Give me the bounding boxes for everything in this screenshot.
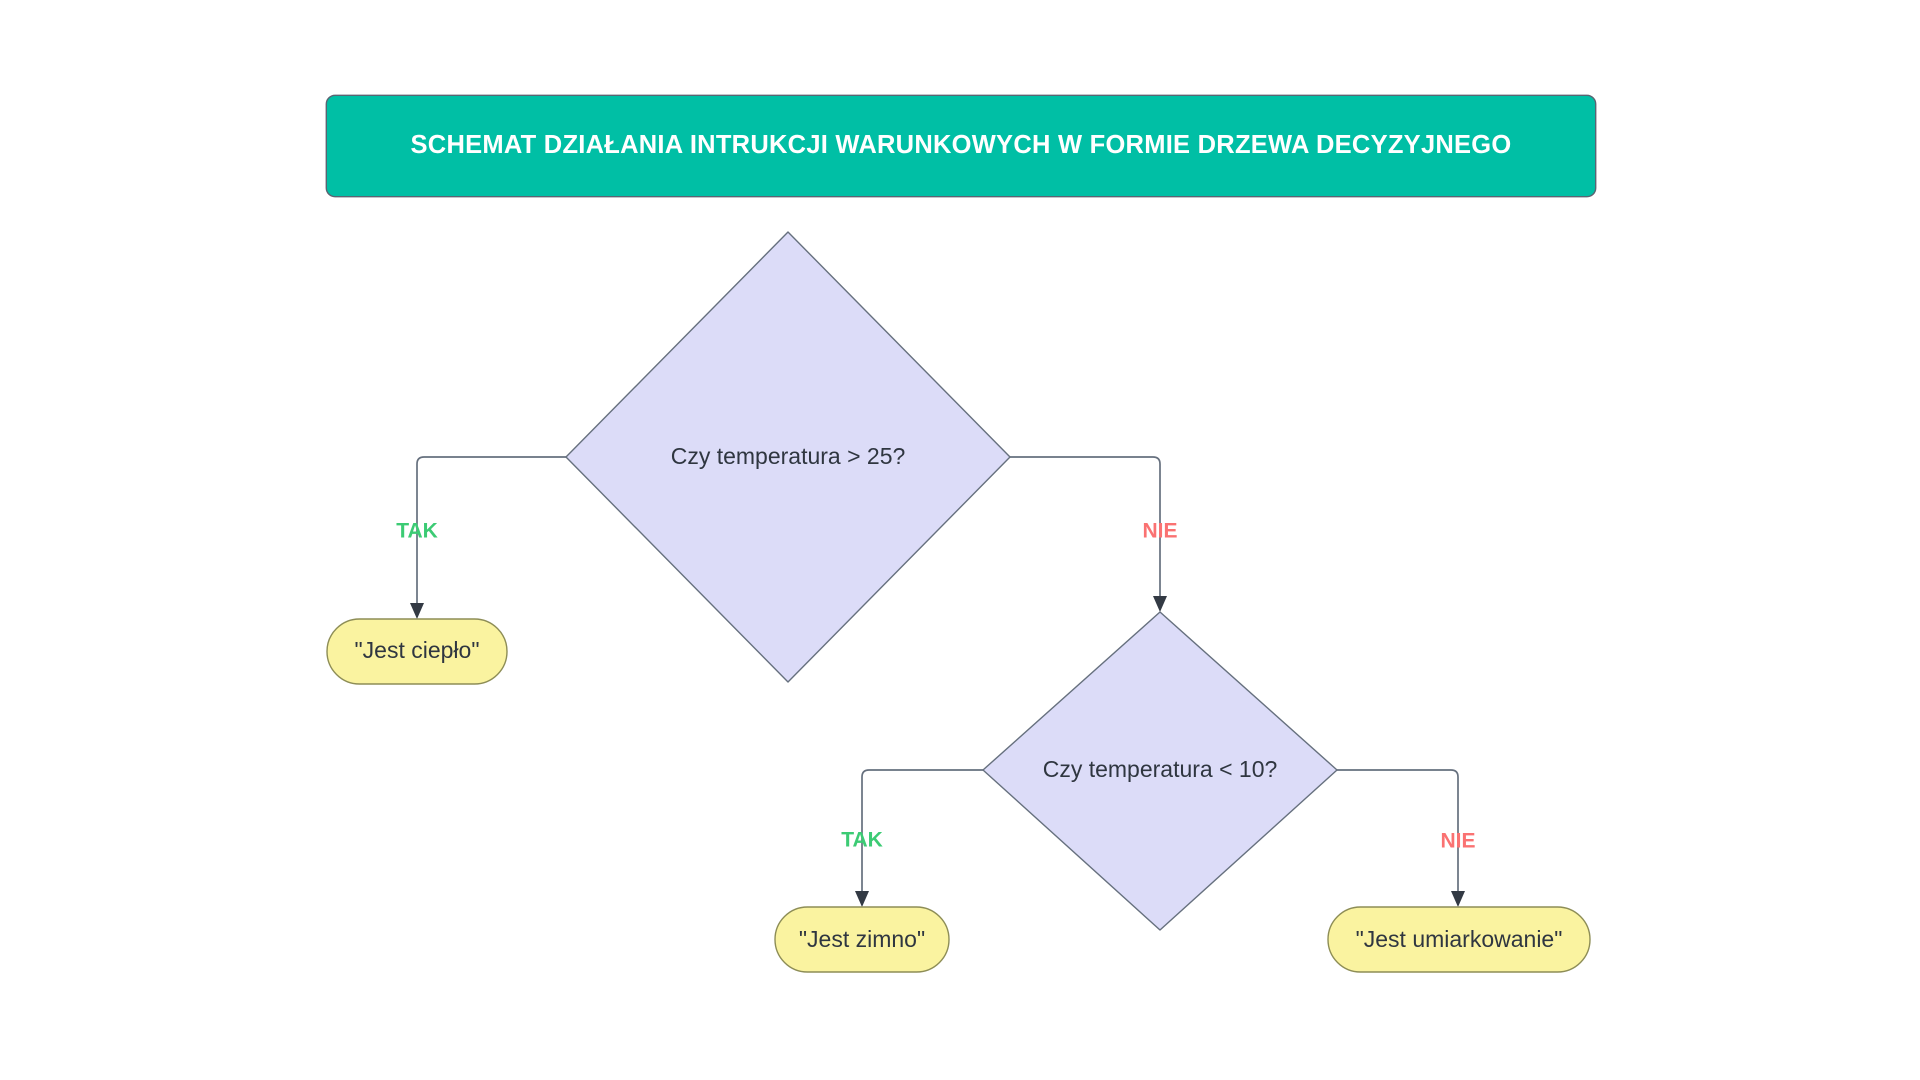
node-decision-2[interactable]: Czy temperatura < 10? bbox=[982, 611, 1338, 931]
node-result-warm[interactable]: "Jest ciepło" bbox=[326, 618, 508, 685]
terminal-pill-shape-cold bbox=[774, 906, 950, 973]
edge-label-decision2-yes: TAK bbox=[841, 829, 883, 852]
edge-decision1-no: NIE bbox=[1010, 456, 1178, 612]
edge-line-decision1-yes bbox=[416, 456, 566, 608]
node-result-moderate[interactable]: "Jest umiarkowanie" bbox=[1327, 906, 1591, 973]
page-title-banner: SCHEMAT DZIAŁANIA INTRUKCJI WARUNKOWYCH … bbox=[327, 96, 1595, 196]
decision-diamond-shape-2 bbox=[982, 611, 1338, 931]
edge-line-decision2-no bbox=[1337, 769, 1459, 896]
node-decision-1[interactable]: Czy temperatura > 25? bbox=[565, 231, 1011, 683]
edge-line-decision1-no bbox=[1010, 456, 1161, 601]
edge-decision2-yes: TAK bbox=[841, 769, 983, 907]
node-label-decision-2: Czy temperatura < 10? bbox=[1043, 756, 1278, 782]
node-label-result-cold: "Jest zimno" bbox=[799, 926, 925, 952]
terminal-pill-shape-moderate bbox=[1327, 906, 1591, 973]
arrowhead-icon-decision2-yes bbox=[855, 891, 869, 907]
edge-label-decision1-yes: TAK bbox=[396, 520, 438, 543]
edge-line-decision2-yes bbox=[861, 769, 983, 896]
edge-label-decision1-no: NIE bbox=[1142, 520, 1177, 543]
edge-decision2-no: NIE bbox=[1337, 769, 1476, 907]
page-title: SCHEMAT DZIAŁANIA INTRUKCJI WARUNKOWYCH … bbox=[410, 131, 1512, 160]
decision-diamond-shape-1 bbox=[565, 231, 1011, 683]
arrowhead-icon-decision2-no bbox=[1451, 891, 1465, 907]
arrowhead-icon-decision1-yes bbox=[410, 603, 424, 619]
node-result-cold[interactable]: "Jest zimno" bbox=[774, 906, 950, 973]
edge-decision1-yes: TAK bbox=[396, 456, 566, 619]
arrowhead-icon-decision1-no bbox=[1153, 596, 1167, 612]
node-label-result-moderate: "Jest umiarkowanie" bbox=[1356, 926, 1563, 952]
node-label-result-warm: "Jest ciepło" bbox=[355, 637, 480, 663]
node-label-decision-1: Czy temperatura > 25? bbox=[671, 443, 906, 469]
terminal-pill-shape-warm bbox=[326, 618, 508, 685]
edge-label-decision2-no: NIE bbox=[1440, 830, 1475, 853]
